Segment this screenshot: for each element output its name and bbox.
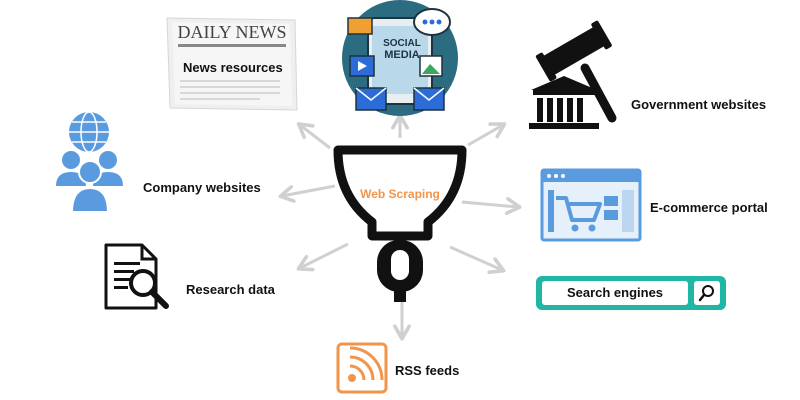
arrow-to-company — [278, 184, 336, 203]
government-websites-label: Government websites — [631, 97, 767, 112]
search-icon — [698, 285, 714, 302]
research-data-label: Research data — [186, 282, 275, 297]
newspaper-icon: DAILY NEWS — [166, 17, 298, 111]
social-media-badge-line1: SOCIAL — [383, 38, 421, 49]
company-websites-label: Company websites — [143, 180, 261, 195]
social-media-icon: SOCIAL MEDIA — [342, 0, 458, 116]
arrow-to-search — [449, 245, 506, 275]
rss-feeds-label: RSS feeds — [395, 363, 460, 378]
gavel-icon — [529, 20, 617, 129]
search-engines-box: Search engines — [536, 276, 726, 310]
document-search-icon — [104, 243, 169, 310]
connector-arrows — [278, 113, 522, 341]
people-globe-icon — [56, 111, 123, 213]
search-engines-label: Search engines — [542, 281, 688, 305]
funnel-icon — [333, 145, 467, 302]
news-resources-label: News resources — [183, 60, 283, 75]
arrow-to-news — [296, 122, 331, 150]
shopping-cart-icon — [540, 168, 642, 242]
arrow-to-research — [296, 242, 349, 272]
search-button — [694, 281, 720, 305]
web-scraping-label: Web Scraping — [360, 187, 440, 201]
rss-icon — [336, 342, 388, 394]
arrow-to-ecommerce — [461, 197, 522, 216]
ecommerce-portal-label: E-commerce portal — [650, 200, 768, 215]
newspaper-masthead: DAILY NEWS — [177, 22, 286, 42]
social-media-badge-line2: MEDIA — [384, 49, 420, 61]
arrow-to-government — [467, 122, 507, 147]
